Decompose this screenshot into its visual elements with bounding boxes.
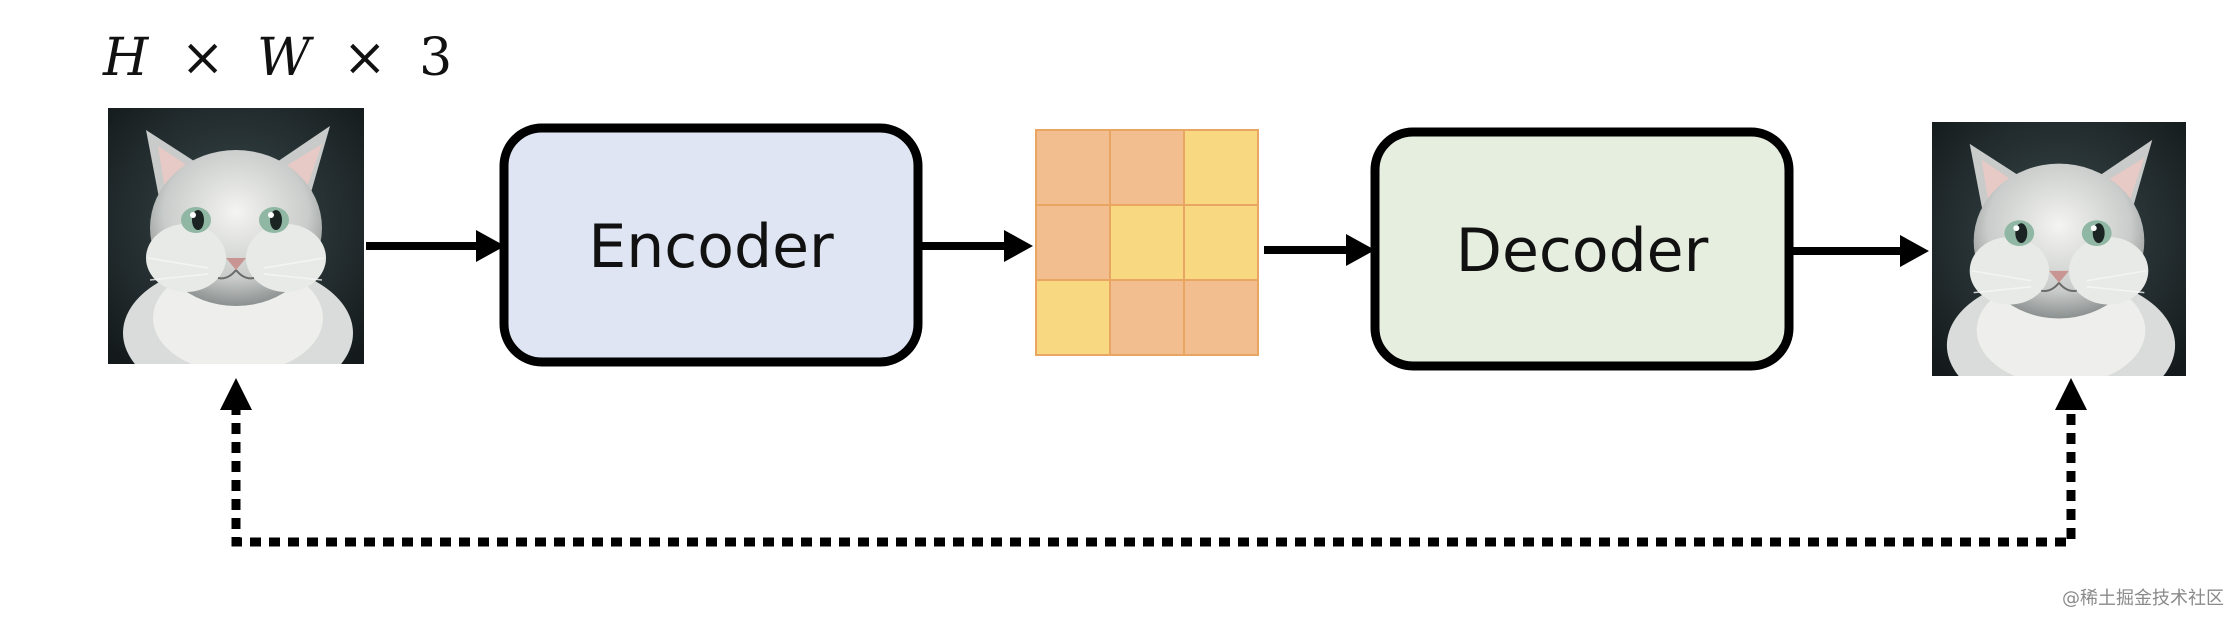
dims-h: H — [102, 28, 150, 88]
decoder-block: Decoder — [1370, 127, 1794, 371]
encoder-label: Encoder — [588, 212, 834, 282]
decoder-box — [1370, 127, 1794, 371]
latent-cell-r1-c3 — [1183, 129, 1259, 206]
output-cat-image — [1932, 122, 2186, 376]
latent-cell-r1-c1 — [1035, 129, 1111, 206]
latent-cell-r2-c1 — [1035, 204, 1111, 281]
arrow-decoder-to-output — [1792, 235, 1929, 267]
latent-cell-r3-c1 — [1035, 279, 1111, 356]
encoder-block: Encoder — [499, 123, 923, 367]
latent-cell-r1-c2 — [1109, 129, 1185, 206]
loop-arrowhead-input — [220, 378, 252, 410]
arrow-encoder-to-latent — [922, 230, 1033, 262]
dims-times-2: × — [343, 28, 387, 88]
latent-cell-r3-c2 — [1109, 279, 1185, 356]
latent-cell-r2-c2 — [1109, 204, 1185, 281]
reconstruction-loop-arrow — [220, 378, 2087, 547]
dims-w: W — [257, 28, 314, 88]
latent-cell-r3-c3 — [1183, 279, 1259, 356]
watermark: @稀土掘金技术社区 — [2062, 588, 2224, 609]
decoder-label: Decoder — [1456, 216, 1709, 286]
loop-arrowhead-output — [2055, 378, 2087, 410]
arrow-latent-to-decoder — [1264, 234, 1375, 266]
input-cat-image — [108, 108, 364, 364]
input-dims-label: H × W × 3 — [102, 28, 452, 88]
arrow-input-to-encoder — [366, 230, 505, 262]
encoder-box — [499, 123, 923, 367]
latent-grid — [1035, 129, 1259, 356]
latent-cell-r2-c3 — [1183, 204, 1259, 281]
dims-channels: 3 — [419, 28, 452, 88]
dims-times-1: × — [181, 28, 225, 88]
